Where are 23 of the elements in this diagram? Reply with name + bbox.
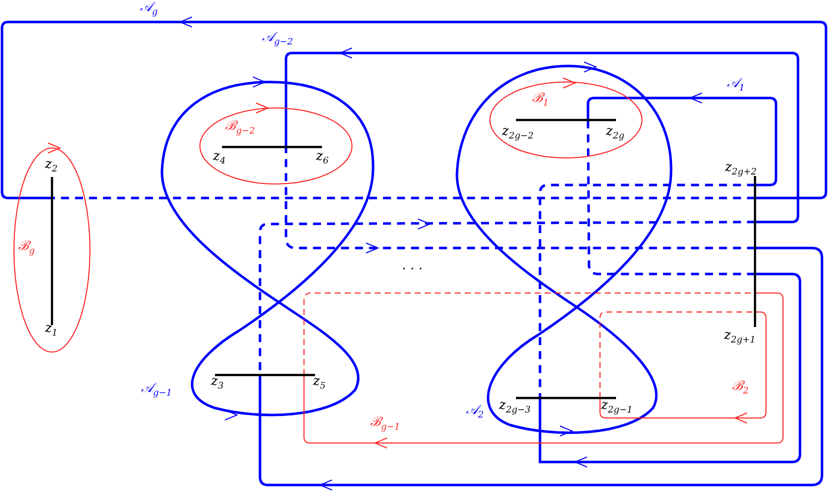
curve-label: 𝒜$_{2}$ xyxy=(466,403,484,423)
curve-label: 𝒜$_{g−2}$ xyxy=(262,30,294,50)
curve-label: 𝒜$_{g}$ xyxy=(140,0,158,20)
point-label: z$_{3}$ xyxy=(211,374,224,394)
point-label: z$_{2g+1}$ xyxy=(724,328,756,348)
ellipsis: · · · xyxy=(402,262,423,277)
point-label: z$_{5}$ xyxy=(313,374,326,394)
point-label: z$_{2g}$ xyxy=(606,124,624,144)
point-label: z$_{1}$ xyxy=(45,321,58,341)
point-label: z$_{2g−3}$ xyxy=(499,398,531,418)
point-label: z$_{4}$ xyxy=(213,149,226,169)
curve-label: ℬ$_{g−2}$ xyxy=(225,119,256,139)
point-label: z$_{2g+2}$ xyxy=(725,160,757,180)
curve-label: ℬ$_{1}$ xyxy=(532,91,549,111)
point-label: z$_{6}$ xyxy=(316,149,329,169)
curve-label: ℬ$_{g}$ xyxy=(18,239,35,259)
curve-label: 𝒜$_{g−1}$ xyxy=(141,381,172,401)
curve-label: ℬ$_{g−1}$ xyxy=(370,415,400,435)
point-label: z$_{2g−2}$ xyxy=(502,124,534,144)
point-label: z$_{2g−1}$ xyxy=(601,398,633,418)
point-label: z$_{2}$ xyxy=(45,157,58,177)
curve-label: ℬ$_{2}$ xyxy=(732,379,749,399)
curve-label: 𝒜$_{1}$ xyxy=(727,76,745,96)
